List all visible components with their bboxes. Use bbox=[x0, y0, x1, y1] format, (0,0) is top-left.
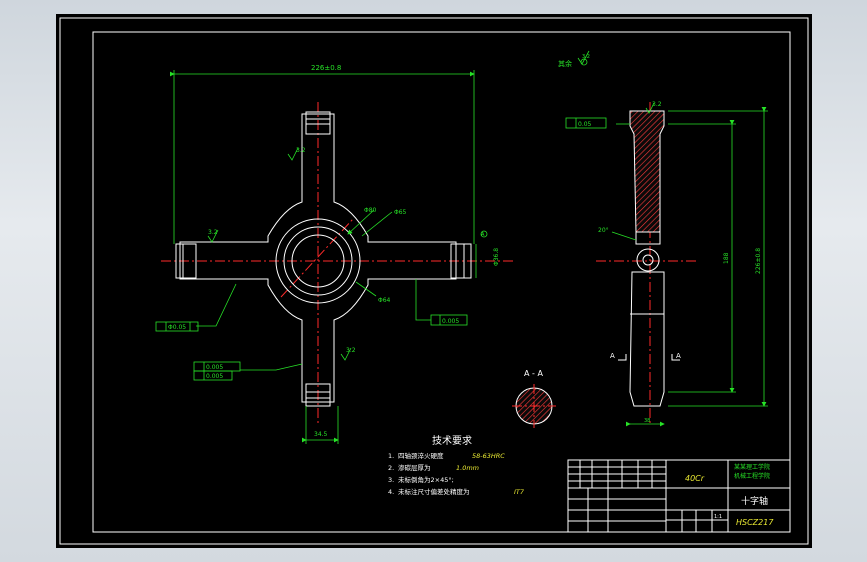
section-mark-right: A bbox=[676, 352, 681, 360]
section-aa: A - A bbox=[512, 369, 556, 428]
tol-frame-parallel-2 bbox=[193, 370, 233, 381]
tol-flat-value: 0.05 bbox=[578, 121, 592, 128]
roughness-left: 3.2 bbox=[208, 229, 218, 236]
side-roughness: 3.2 bbox=[652, 101, 662, 108]
title-drawing-no: HSCZ217 bbox=[736, 518, 774, 527]
dim-total: 226±0.8 bbox=[755, 248, 762, 274]
main-view: 226±0.8 3.2 3.2 3.2 Φ80 Φ65 Φ64 A bbox=[155, 64, 514, 444]
dim-hub-diameter: Φ80 bbox=[364, 207, 377, 214]
req-num-1: 1. bbox=[388, 452, 394, 460]
datum-a: A bbox=[481, 232, 485, 238]
req-text-2: 渗碳层厚为 bbox=[398, 463, 431, 472]
title-scale: 1:1 bbox=[714, 514, 722, 520]
req-text-3: 未标倒角为2×45°; bbox=[398, 475, 454, 484]
title-part-name: 十字轴 bbox=[741, 495, 768, 507]
dim-hub-diameter-3: Φ64 bbox=[378, 297, 391, 304]
note-other: 其余 bbox=[558, 59, 572, 68]
req-value-1: 58-63HRC bbox=[472, 452, 505, 460]
req-num-4: 4. bbox=[388, 488, 394, 496]
title-school-1: 某某理工学院 bbox=[734, 463, 770, 471]
dim-shaft-length: 34.5 bbox=[314, 431, 328, 438]
drawing-canvas: 226±0.8 3.2 3.2 3.2 Φ80 Φ65 Φ64 A bbox=[59, 17, 809, 545]
tol-frame-flat bbox=[565, 117, 607, 129]
right-journal-end bbox=[450, 243, 472, 279]
req-text-1: 四轴颈淬火硬度 bbox=[398, 451, 444, 460]
dim-overall: 226±0.8 bbox=[311, 64, 341, 72]
hub-mid-circle bbox=[283, 226, 353, 296]
section-label: A - A bbox=[524, 369, 543, 378]
outer-border bbox=[59, 17, 809, 545]
req-num-3: 3. bbox=[388, 476, 394, 484]
hub-outer-circle bbox=[275, 218, 361, 304]
dim-bottom: 38 bbox=[644, 418, 650, 424]
requirements-title: 技术要求 bbox=[432, 434, 472, 447]
roughness-bottom: 3.2 bbox=[346, 347, 356, 354]
roughness-note: 3.2 bbox=[582, 54, 590, 60]
title-block: 40Cr 某某理工学院 机械工程学院 十字轴 HSCZ217 1:1 bbox=[567, 459, 791, 533]
side-hub bbox=[636, 248, 660, 272]
roughness-top: 3.2 bbox=[296, 147, 306, 154]
inner-border bbox=[92, 31, 791, 533]
section-mark-left: A bbox=[610, 352, 615, 360]
tol-frame-perp bbox=[430, 314, 468, 326]
cross-outline bbox=[179, 113, 457, 403]
side-lower-shaft bbox=[629, 271, 665, 407]
left-journal-end bbox=[175, 243, 197, 279]
tol-perp-value: 0.005 bbox=[442, 318, 459, 325]
title-material: 40Cr bbox=[685, 474, 705, 483]
dim-length: 188 bbox=[723, 252, 730, 264]
bottom-journal-end bbox=[305, 383, 331, 407]
side-view: 其余 3.2 3.2 bbox=[558, 50, 768, 427]
tol-position-value: Φ0.05 bbox=[168, 324, 186, 331]
hub-inner-circle bbox=[291, 234, 345, 288]
req-value-2: 1.0mm bbox=[456, 464, 479, 472]
tol-parallel-value-2: 0.005 bbox=[206, 373, 223, 380]
tol-parallel-value: 0.005 bbox=[206, 364, 223, 371]
req-value-4: IT7 bbox=[514, 488, 525, 496]
dim-end-diameter: Φ36.8 bbox=[493, 248, 500, 266]
side-upper-journal bbox=[629, 110, 665, 233]
title-school-2: 机械工程学院 bbox=[734, 472, 770, 480]
req-text-4: 未标注尺寸偏差处精度为 bbox=[398, 487, 470, 496]
tol-frame-position bbox=[155, 321, 199, 332]
dim-chamfer: 20° bbox=[598, 227, 609, 234]
dim-hub-diameter-2: Φ65 bbox=[394, 209, 407, 216]
req-num-2: 2. bbox=[388, 464, 394, 472]
drawing-sheet[interactable]: 226±0.8 3.2 3.2 3.2 Φ80 Φ65 Φ64 A bbox=[56, 14, 812, 548]
technical-requirements: 技术要求 1. 四轴颈淬火硬度 58-63HRC 2. 渗碳层厚为 1.0mm … bbox=[388, 434, 525, 496]
top-journal-end bbox=[305, 111, 331, 135]
